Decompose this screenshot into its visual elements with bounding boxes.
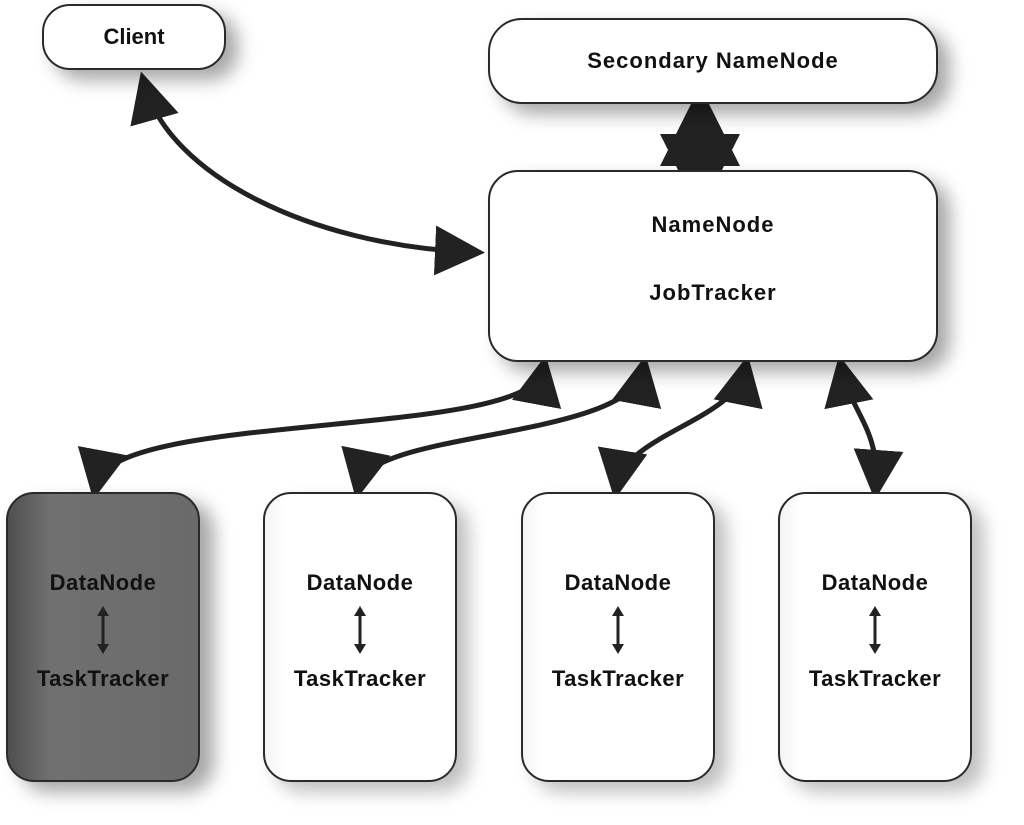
datanode-label: DataNode (306, 570, 414, 595)
namenode-label: NameNode (651, 212, 775, 237)
tasktracker-label: TaskTracker (293, 666, 427, 691)
worker-node-1: DataNode TaskTracker (6, 492, 200, 782)
internal-arrow-icon (97, 606, 109, 654)
tasktracker-label: TaskTracker (808, 666, 942, 691)
master-worker3-arrow (597, 355, 763, 500)
internal-arrow-icon (869, 606, 881, 654)
worker-node-2: DataNode TaskTracker (263, 492, 457, 782)
client-master-arrow (130, 71, 485, 276)
tasktracker-label: TaskTracker (551, 666, 685, 691)
client-node: Client (42, 4, 226, 70)
secondary-namenode-label: Secondary NameNode (587, 48, 839, 73)
tasktracker-label: TaskTracker (36, 666, 170, 691)
client-label: Client (103, 24, 165, 49)
master-node: NameNode JobTracker (488, 170, 938, 362)
worker-node-4: DataNode TaskTracker (778, 492, 972, 782)
internal-arrow-icon (612, 606, 624, 654)
worker-node-3: DataNode TaskTracker (521, 492, 715, 782)
internal-arrow-icon (354, 606, 366, 654)
datanode-label: DataNode (564, 570, 672, 595)
master-worker1-arrow (78, 355, 561, 500)
secondary-namenode-node: Secondary NameNode (488, 18, 938, 104)
datanode-label: DataNode (821, 570, 929, 595)
datanode-label: DataNode (49, 570, 157, 595)
master-worker2-arrow (341, 355, 662, 500)
master-worker4-arrow (824, 355, 904, 500)
jobtracker-label: JobTracker (649, 280, 777, 305)
